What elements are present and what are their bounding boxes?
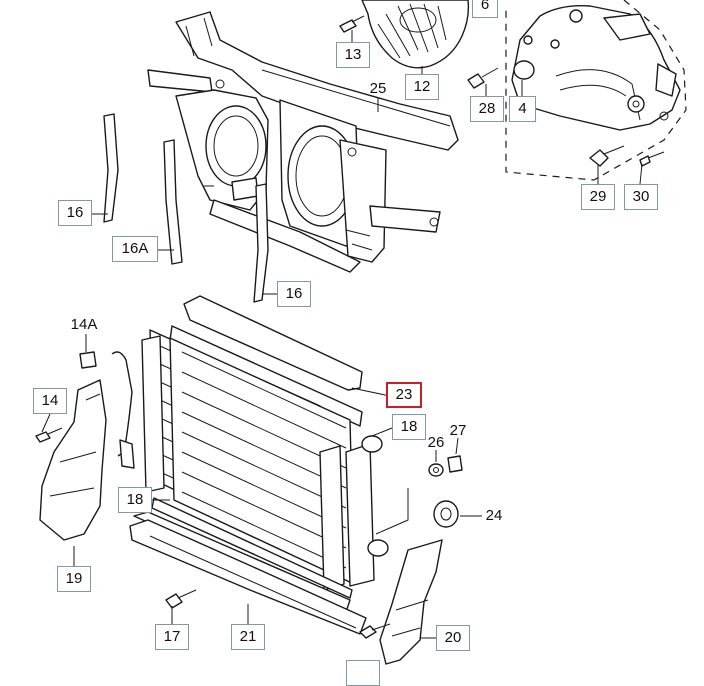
callout-26: 26 bbox=[427, 434, 445, 451]
callout-27: 27 bbox=[449, 422, 467, 439]
right-fasteners-drawing bbox=[428, 455, 463, 528]
fan-shroud-drawing bbox=[361, 0, 470, 69]
lock-carrier-drawing bbox=[147, 11, 459, 273]
parts-diagram: 6 13 12 25 28 4 16 16A 16 29 30 14A 14 2… bbox=[33, 0, 687, 686]
callout-partial-bottom[interactable] bbox=[346, 660, 380, 686]
callout-12[interactable]: 12 bbox=[405, 74, 439, 100]
callout-4[interactable]: 4 bbox=[509, 96, 536, 122]
callout-24: 24 bbox=[485, 507, 503, 524]
callout-18-left[interactable]: 18 bbox=[118, 487, 152, 513]
callout-18-right[interactable]: 18 bbox=[392, 414, 426, 440]
seal-strips-drawing bbox=[103, 113, 269, 303]
bracket-group-drawing bbox=[505, 0, 687, 181]
exploded-view-drawing bbox=[35, 0, 687, 665]
callout-19[interactable]: 19 bbox=[57, 566, 91, 592]
left-air-guide-drawing bbox=[35, 351, 107, 541]
right-air-guide-drawing bbox=[359, 539, 443, 665]
callout-13[interactable]: 13 bbox=[336, 42, 370, 68]
callout-21[interactable]: 21 bbox=[231, 624, 265, 650]
callout-6[interactable]: 6 bbox=[472, 0, 498, 18]
callout-16-left[interactable]: 16 bbox=[58, 200, 92, 226]
top-fasteners-drawing bbox=[339, 15, 665, 167]
callout-29[interactable]: 29 bbox=[581, 184, 615, 210]
callout-16-mid[interactable]: 16 bbox=[277, 281, 311, 307]
callout-25: 25 bbox=[369, 80, 387, 97]
callout-14[interactable]: 14 bbox=[33, 388, 67, 414]
callout-16a[interactable]: 16A bbox=[112, 236, 158, 262]
callout-28[interactable]: 28 bbox=[470, 96, 504, 122]
callout-17[interactable]: 17 bbox=[155, 624, 189, 650]
callout-23-selected[interactable]: 23 bbox=[386, 382, 422, 408]
callout-14a: 14A bbox=[70, 316, 98, 333]
lower-air-guide-drawing bbox=[129, 519, 367, 635]
leader-lines bbox=[41, 0, 643, 639]
callout-20[interactable]: 20 bbox=[436, 625, 470, 651]
callout-30[interactable]: 30 bbox=[624, 184, 658, 210]
